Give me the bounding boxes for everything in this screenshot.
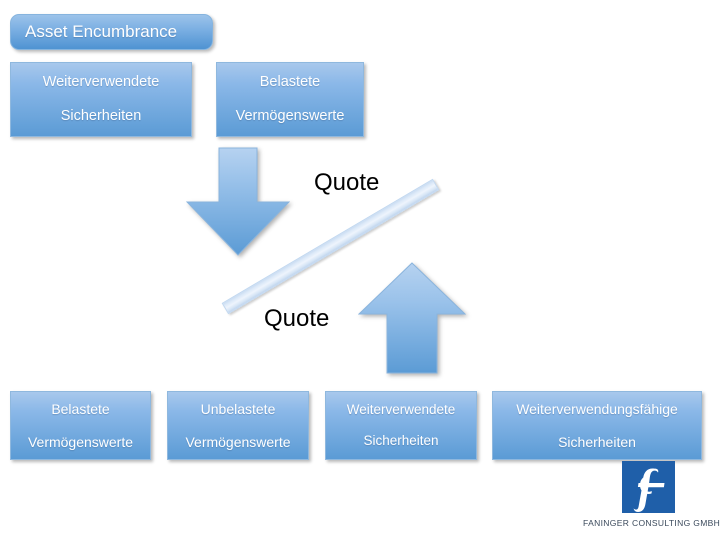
bottom-box-unbelastete-vermoegenswerte: Unbelastete Vermögenswerte <box>167 391 309 460</box>
top-box-2-line2: Vermögenswerte <box>235 108 345 125</box>
bottom-box-1-line1: Belastete <box>51 400 110 417</box>
arrow-down-icon <box>186 147 290 256</box>
quote-label-top: Quote <box>314 169 380 196</box>
bottom-box-belastete-vermoegenswerte: Belastete Vermögenswerte <box>10 391 151 460</box>
top-box-2-line1: Belastete <box>259 73 321 90</box>
company-logo: FANINGER CONSULTING GMBH <box>583 461 720 535</box>
bottom-box-4-text: Weiterverwendungsfähige Sicherheiten <box>508 401 686 451</box>
quote-label-bottom: Quote <box>264 305 330 332</box>
bottom-box-2-line2: Vermögenswerte <box>185 433 291 450</box>
logo-company-name: FANINGER CONSULTING GMBH <box>583 518 720 528</box>
page-title: Asset Encumbrance <box>10 14 213 50</box>
bottom-box-weiterverwendete-sicherheiten: Weiterverwendete Sicherheiten <box>325 391 477 460</box>
script-f-icon <box>633 468 665 512</box>
bottom-box-weiterverwendungsfaehige-sicherheiten: Weiterverwendungsfähige Sicherheiten <box>492 391 702 460</box>
top-box-1-line2: Sicherheiten <box>60 108 142 125</box>
bottom-box-4-line1: Weiterverwendungsfähige <box>516 400 678 417</box>
bottom-box-3-line1: Weiterverwendete <box>346 401 456 417</box>
page-title-label: Asset Encumbrance <box>25 21 178 41</box>
bottom-box-1-text: Belastete Vermögenswerte <box>20 401 141 451</box>
top-box-belastete-vermoegenswerte: Belastete Vermögenswerte <box>216 62 364 137</box>
bottom-box-2-line1: Unbelastete <box>200 400 276 417</box>
logo-mark <box>622 461 675 513</box>
arrow-up-icon <box>358 262 466 374</box>
bottom-box-3-text: Weiterverwendete Sicherheiten <box>339 402 464 450</box>
bottom-box-1-line2: Vermögenswerte <box>27 433 134 450</box>
top-box-1-text: Weiterverwendete Sicherheiten <box>35 74 168 125</box>
top-box-weiterverwendete-sicherheiten: Weiterverwendete Sicherheiten <box>10 62 192 137</box>
top-box-2-text: Belastete Vermögenswerte <box>228 74 353 125</box>
bottom-box-4-line2: Sicherheiten <box>558 433 636 450</box>
bottom-box-2-text: Unbelastete Vermögenswerte <box>177 401 298 451</box>
top-box-1-line1: Weiterverwendete <box>42 73 160 90</box>
bottom-box-3-line2: Sicherheiten <box>363 433 439 449</box>
